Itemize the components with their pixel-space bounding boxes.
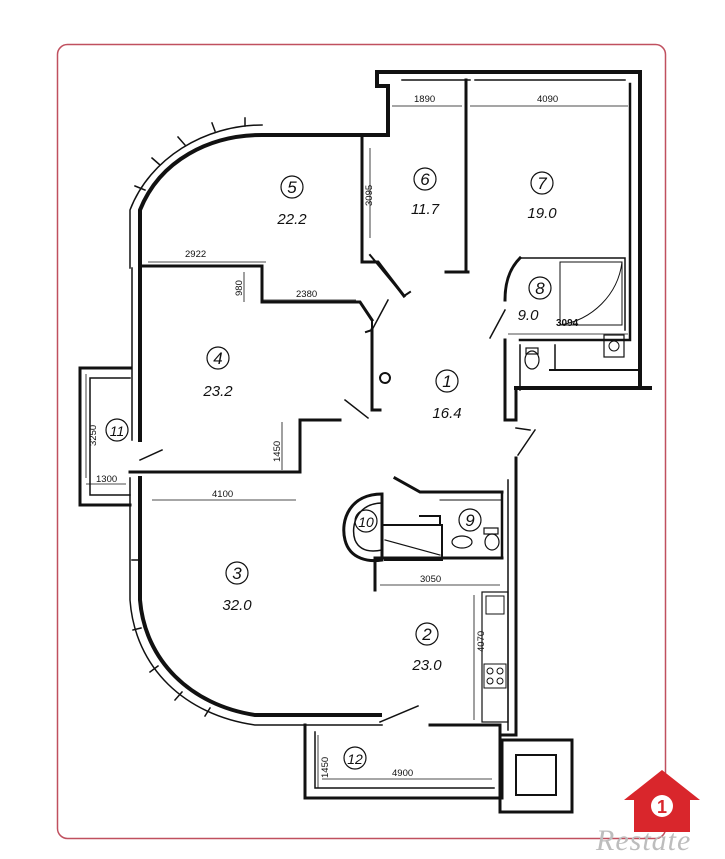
room-area: 23.2 xyxy=(202,383,233,400)
dim-4100: 4100 xyxy=(212,489,233,500)
room-number: 3 xyxy=(232,564,242,583)
dim-1890: 1890 xyxy=(414,94,435,105)
brand-logo: 1 Restate xyxy=(595,770,700,857)
dim-1450-hall: 1450 xyxy=(272,441,283,462)
dim-3095: 3095 xyxy=(364,185,375,206)
dim-3050: 3050 xyxy=(420,574,441,585)
dim-2380: 2380 xyxy=(296,289,317,300)
dim-4070: 4070 xyxy=(476,631,487,652)
dim-1300: 1300 xyxy=(96,474,117,485)
room-number: 10 xyxy=(358,514,374,530)
room-markers xyxy=(105,167,554,770)
plan-frame xyxy=(56,43,667,840)
dim-4900: 4900 xyxy=(392,768,413,779)
dim-980: 980 xyxy=(234,280,245,296)
room-number: 5 xyxy=(287,178,297,197)
room-number: 2 xyxy=(421,625,432,644)
room-area: 32.0 xyxy=(222,597,252,614)
dimension-lines xyxy=(85,105,628,788)
dim-4090: 4090 xyxy=(537,94,558,105)
room-area: 23.0 xyxy=(411,657,442,674)
room-number: 1 xyxy=(442,372,451,391)
brand-name: Restate xyxy=(595,824,691,857)
dim-3250: 3250 xyxy=(88,425,99,446)
room-area: 11.7 xyxy=(411,201,440,218)
logo-digit: 1 xyxy=(657,797,667,817)
room-area: 9.0 xyxy=(518,307,540,324)
room-number: 7 xyxy=(537,174,547,193)
room-number: 4 xyxy=(213,349,222,368)
room-number: 9 xyxy=(465,511,475,530)
room-number: 12 xyxy=(347,751,363,767)
dim-3094: 3094 xyxy=(556,318,579,329)
dim-1450-balcony: 1450 xyxy=(320,757,331,778)
walls xyxy=(78,70,652,814)
room-area: 16.4 xyxy=(432,405,461,422)
room-number: 11 xyxy=(110,423,125,439)
room-area: 19.0 xyxy=(527,205,557,222)
room-number: 8 xyxy=(535,279,545,298)
room-number: 6 xyxy=(420,170,430,189)
room-area: 22.2 xyxy=(276,211,307,228)
dim-2922: 2922 xyxy=(185,249,206,260)
